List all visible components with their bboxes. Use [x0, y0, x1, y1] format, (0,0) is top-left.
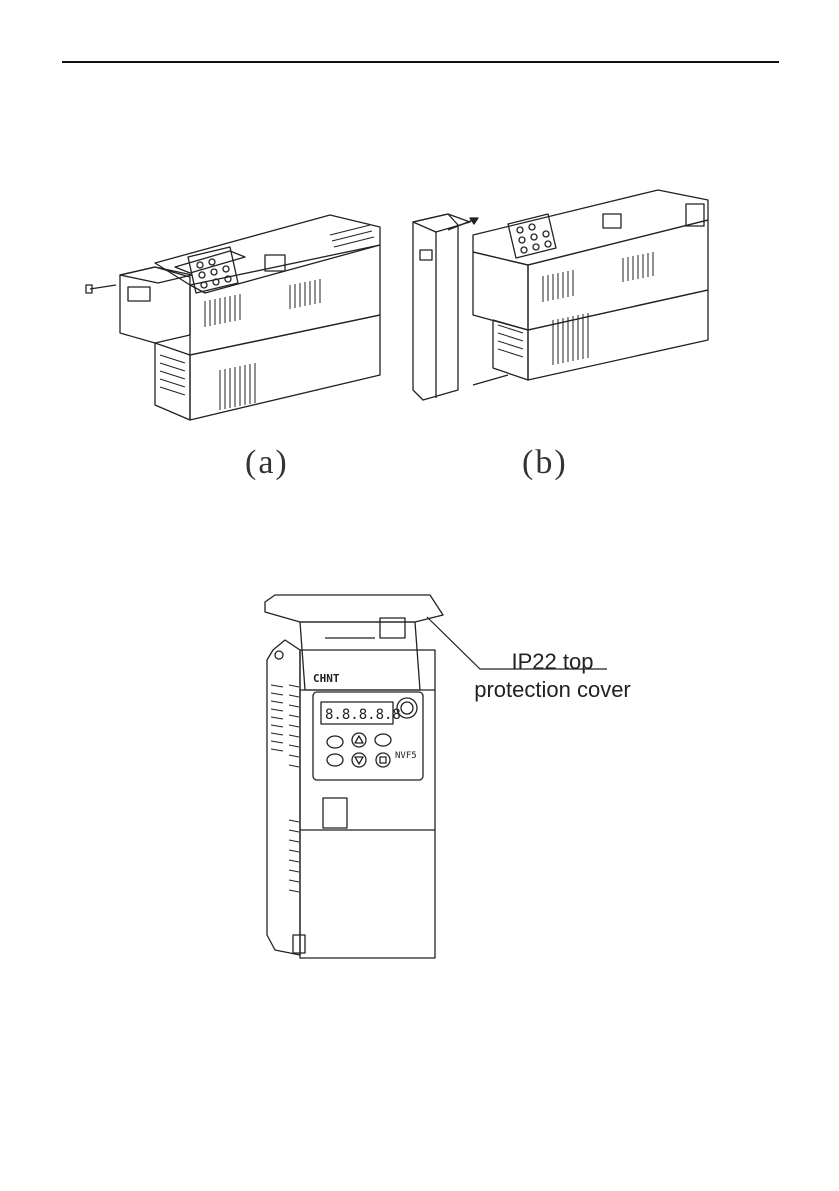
up-triangle-icon: [355, 736, 363, 743]
display-digits: 8.8.8.8.8: [325, 707, 401, 723]
down-triangle-icon: [355, 757, 363, 764]
figure-a-drawing: [80, 205, 400, 435]
screw-icon: [86, 285, 116, 293]
header-rule: [62, 61, 779, 63]
callout-line1: IP22 top: [470, 648, 635, 676]
brand-logo: CHNT: [313, 672, 340, 685]
stop-square-icon: [380, 757, 386, 763]
callout-line2: protection cover: [470, 676, 635, 704]
caption-b: (b): [522, 444, 568, 482]
keypad-button-icon: [327, 734, 391, 766]
figure-b-drawing: [408, 180, 728, 405]
caption-a: (a): [245, 444, 289, 482]
model-mark: NVF5: [395, 751, 417, 761]
callout-label: IP22 top protection cover: [470, 648, 635, 704]
arrow-icon: [448, 218, 508, 385]
